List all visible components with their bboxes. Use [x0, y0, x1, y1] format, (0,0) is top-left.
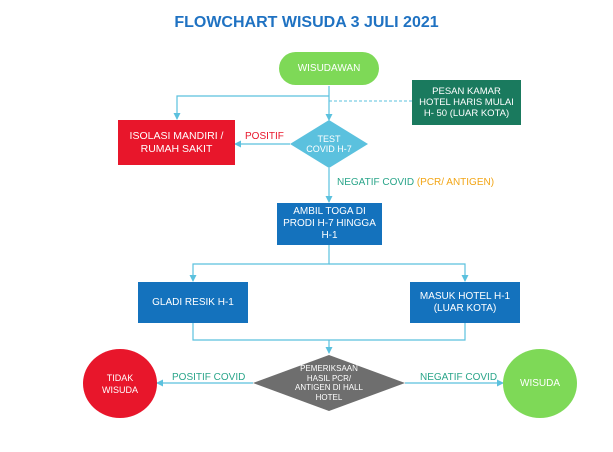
label-negatif-covid: NEGATIF COVID (PCR/ ANTIGEN) [337, 177, 494, 189]
edge-gladi-merge [192, 323, 329, 341]
pemeriksaan-diamond [253, 355, 405, 411]
wisudawan-node: WISUDAWAN [279, 52, 379, 85]
edge-loop-to-isolasi [173, 95, 329, 120]
edge-hotel-merge [329, 323, 466, 341]
isolasi-node: ISOLASI MANDIRI / RUMAH SAKIT [118, 120, 235, 165]
edge-split-hotel [329, 263, 469, 282]
label-positif: POSITIF [245, 131, 284, 142]
pesan-kamar-node: PESAN KAMAR HOTEL HARIS MULAI H- 50 (LUA… [412, 80, 521, 125]
pemeriksaan-label: PEMERIKSAAN HASIL PCR/ ANTIGEN DI HALL H… [294, 364, 363, 402]
label-pcr-antigen-note: (PCR/ ANTIGEN) [416, 177, 495, 188]
edge-split-gladi [189, 245, 330, 282]
test-covid-diamond [290, 120, 368, 168]
wisuda-node: WISUDA [503, 349, 577, 418]
tidak-wisuda-node: TIDAK WISUDA [83, 349, 157, 418]
page-title: FLOWCHART WISUDA 3 JULI 2021 [174, 14, 439, 31]
label-negatif-covid-text: NEGATIF COVID [337, 177, 415, 188]
ambil-toga-node: AMBIL TOGA DI PRODI H-7 HINGGA H-1 [277, 203, 382, 245]
masuk-hotel-node: MASUK HOTEL H-1 (LUAR KOTA) [410, 282, 520, 323]
test-covid-label: TEST COVID H-7 [306, 134, 352, 154]
label-negatif-covid-2: NEGATIF COVID [420, 372, 498, 383]
label-positif-covid: POSITIF COVID [172, 372, 246, 383]
gladi-resik-node: GLADI RESIK H-1 [138, 282, 248, 323]
